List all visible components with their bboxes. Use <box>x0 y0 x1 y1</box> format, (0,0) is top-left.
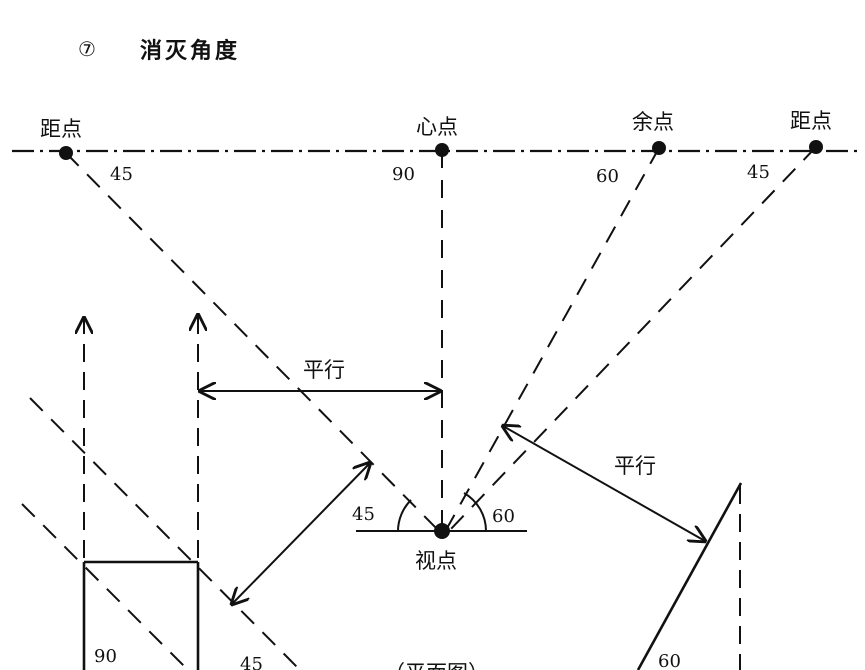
plan-line-60 <box>636 482 743 670</box>
diagonal-dashed-upper <box>29 397 301 670</box>
plan-angle-45: 45 <box>240 654 263 670</box>
plan-angle-90: 90 <box>94 646 117 667</box>
parallel-label-left: 平行 <box>303 358 345 382</box>
center-point-label: 心点 <box>416 115 458 139</box>
remaining-point-label: 余点 <box>632 110 674 134</box>
diagonal-dashed-lower <box>21 503 189 670</box>
diagonal-arrow-45 <box>232 463 370 604</box>
view-angle-60: 60 <box>492 506 515 527</box>
sight-line-left-distance <box>65 152 439 531</box>
parallel-arrow-right <box>503 426 705 541</box>
parallel-label-right: 平行 <box>614 454 656 478</box>
sight-line-remaining <box>445 147 660 531</box>
page-title: 消灭角度 <box>140 38 240 64</box>
plan-view-label: （平面图） <box>384 661 489 670</box>
viewpoint-label: 视点 <box>415 549 457 573</box>
angle-right-45: 45 <box>747 162 770 183</box>
plan-angle-60: 60 <box>658 651 681 670</box>
angle-center-90: 90 <box>392 164 415 185</box>
distance-point-right-label: 距点 <box>790 109 832 133</box>
angle-arc-60 <box>463 492 487 532</box>
angle-remaining-60: 60 <box>596 166 619 187</box>
angle-arc-45 <box>397 499 412 532</box>
header-number: ⑦ <box>78 37 96 61</box>
viewpoint <box>434 523 450 539</box>
view-angle-45: 45 <box>352 504 375 525</box>
angle-left-45: 45 <box>110 164 133 185</box>
distance-point-left-label: 距点 <box>40 117 82 141</box>
